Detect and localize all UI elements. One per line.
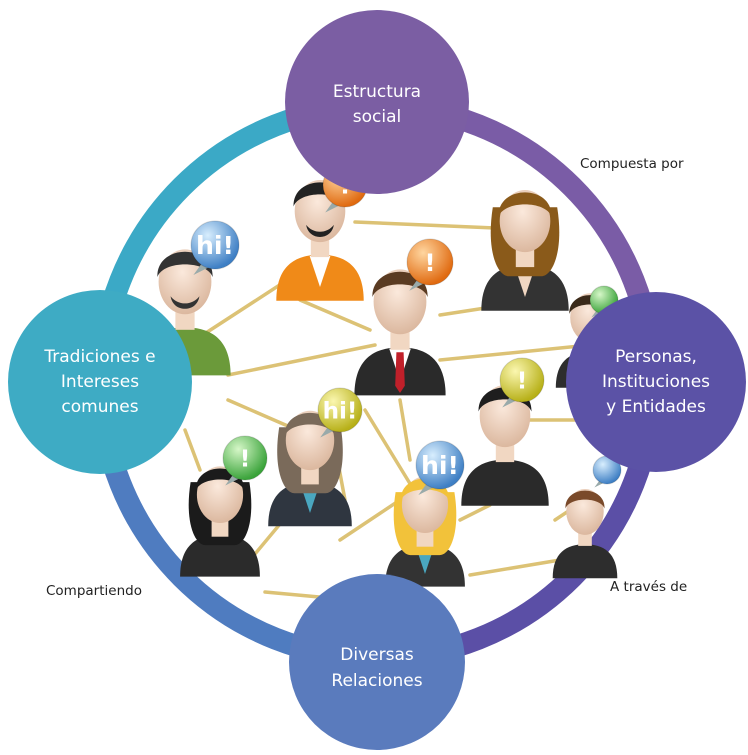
bubble-alert-orange-center: ! <box>406 238 454 291</box>
bubble-hi-blue-bottom: hi! <box>415 440 465 495</box>
bubble-hi-blue-bottom-text: hi! <box>421 451 459 480</box>
node-left: Tradiciones e Intereses comunes <box>8 290 192 474</box>
bubble-hi-blue-left: hi! <box>190 220 240 275</box>
link-line-14 <box>458 503 492 522</box>
node-left-label-line-1: Tradiciones e <box>43 347 155 367</box>
person-brown-hair-woman <box>481 190 569 311</box>
node-right-label-line-2: Instituciones <box>602 372 710 392</box>
node-bottom-label-line-1: Diversas <box>340 645 414 665</box>
link-line-8 <box>298 298 372 332</box>
person-edge-woman-body <box>552 544 618 579</box>
person-blonde-woman <box>385 476 465 587</box>
bubble-hi-yellow-middle: hi! <box>317 387 363 438</box>
link-line-13 <box>338 498 402 542</box>
link-line-1 <box>353 220 497 230</box>
bubble-hi-yellow-middle-ball <box>317 387 363 433</box>
person-right-man-body <box>461 459 549 506</box>
link-line-7 <box>398 398 412 462</box>
node-left-label-line-3: comunes <box>61 397 138 417</box>
edge-label-compartiendo: Compartiendo <box>46 583 142 599</box>
node-right: Personas, Instituciones y Entidades <box>566 292 746 472</box>
person-left-man-beard <box>170 296 200 309</box>
person-brown-hair-woman-hair <box>498 192 552 217</box>
person-left-woman <box>180 466 260 577</box>
person-left-woman-neck <box>211 519 229 537</box>
bubble-alert-yellow-right: ! <box>499 357 545 408</box>
person-grey-hair-woman-neck <box>301 466 319 485</box>
person-center-man <box>354 269 446 396</box>
node-top-label-line-2: social <box>353 107 401 127</box>
person-right-man <box>461 385 549 506</box>
network-links <box>183 220 592 600</box>
bubble-alert-orange-center-ball <box>406 238 454 286</box>
bubble-alert-yellow-right-ball <box>499 357 545 403</box>
node-right-label-line-1: Personas, <box>615 347 697 367</box>
bubble-hi-yellow-middle-text: hi! <box>323 398 358 424</box>
person-orange-shirt-man-beard <box>306 224 334 237</box>
person-edge-woman <box>552 488 618 579</box>
edge-label-compuesta-por: Compuesta por <box>580 156 684 172</box>
bubble-alert-orange-center-text: ! <box>424 249 435 277</box>
bubble-hi-blue-left-ball <box>190 220 240 270</box>
bubble-hi-blue-bottom-ball <box>415 440 465 490</box>
person-left-man-neck <box>175 310 195 330</box>
edge-label-a-traves-de: A través de <box>610 579 687 595</box>
person-blonde-woman-neck <box>416 529 434 547</box>
node-bottom: Diversas Relaciones <box>289 574 465 750</box>
person-orange-shirt-man-shirt <box>309 255 331 287</box>
bubble-alert-green-left: ! <box>222 435 268 486</box>
link-line-3 <box>226 343 377 377</box>
bubble-alert-yellow-right-text: ! <box>517 368 528 394</box>
link-line-4 <box>438 343 592 362</box>
person-orange-shirt-man-neck <box>310 238 330 258</box>
bubble-hi-blue-left-text: hi! <box>196 231 234 260</box>
link-line-11 <box>183 428 202 472</box>
node-bottom-label-line-2: Relaciones <box>331 671 422 691</box>
bubble-alert-green-left-ball <box>222 435 268 481</box>
link-line-17 <box>468 558 562 577</box>
person-center-man-tie <box>395 352 405 393</box>
person-grey-hair-woman <box>268 410 352 527</box>
person-left-woman-body <box>180 534 260 577</box>
person-right-man-neck <box>495 443 515 463</box>
person-edge-woman-neck <box>578 532 592 546</box>
person-brown-hair-woman-neck <box>515 248 535 268</box>
person-center-man-neck <box>390 330 410 350</box>
node-right-label-line-3: y Entidades <box>606 397 706 417</box>
node-left-label-line-2: Intereses <box>61 372 139 392</box>
node-top-label-line-1: Estructura <box>333 82 421 102</box>
bubble-alert-green-left-text: ! <box>240 446 251 472</box>
node-top: Estructura social <box>285 10 469 194</box>
